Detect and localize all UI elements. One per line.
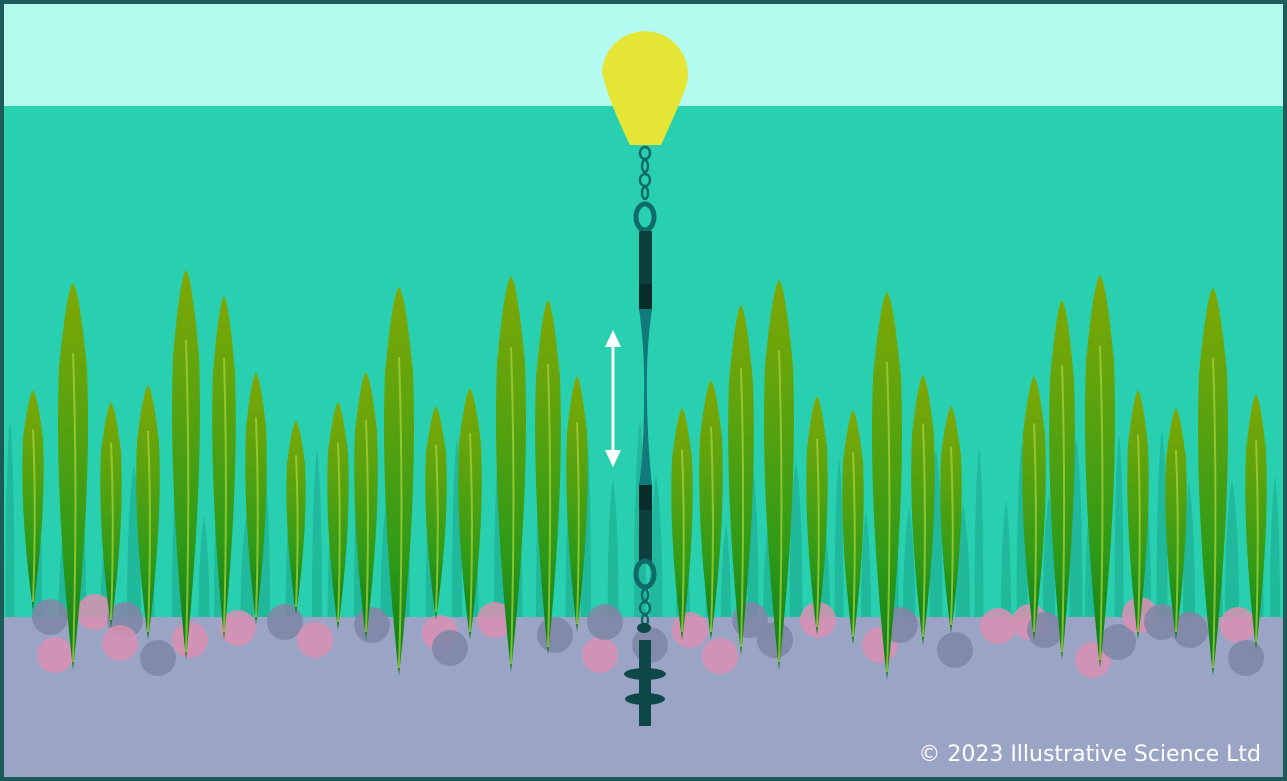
seagrass-blade [172,270,200,660]
seagrass-blade [1197,288,1229,676]
seagrass-blade [1022,376,1046,640]
upper-chain [633,145,657,233]
seagrass-blade [425,406,447,620]
seagrass-meadow [22,270,1267,680]
seagrass-blade [940,406,962,633]
seagrass-blade [566,376,588,632]
seagrass-blade [22,390,44,610]
seagrass-blade [383,287,415,676]
seagrass-blade [1245,394,1267,650]
double-headed-arrow-icon [605,330,621,467]
seagrass-blade [763,280,795,670]
seagrass-blade [1165,408,1187,640]
elastic-tether [639,309,652,485]
seagrass-blade [842,410,864,645]
seagrass-blade [1127,390,1149,640]
seagrass-blade [245,372,267,625]
seagrass-blade [535,300,561,655]
lower-chain [633,558,657,627]
seagrass-blade [911,375,935,645]
seagrass-blade [354,372,378,640]
seagrass-blade [871,292,903,680]
seagrass-blade [212,296,236,640]
tether-upper-block [639,231,652,286]
mooring-assembly [602,31,688,726]
seagrass-blade [458,388,482,640]
tether-lower-block [639,510,652,562]
seagrass-blade [57,283,89,670]
seagrass-blade [286,420,306,615]
surface-buoy [602,31,688,145]
seagrass-blade [100,402,122,628]
seagrass-blade [699,380,723,640]
seagrass-blade [1049,300,1075,660]
copyright-notice: © 2023 Illustrative Science Ltd [918,742,1261,767]
seagrass-blade [1084,275,1116,668]
seabed-pebbles [32,594,1264,678]
helical-anchor [624,640,666,726]
seagrass-blade [136,385,160,640]
seagrass-blade [806,396,828,635]
seagrass-blade [671,408,693,640]
seagrass-blade [327,402,349,630]
seagrass-blade [495,276,527,672]
seagrass-blade [728,305,754,655]
